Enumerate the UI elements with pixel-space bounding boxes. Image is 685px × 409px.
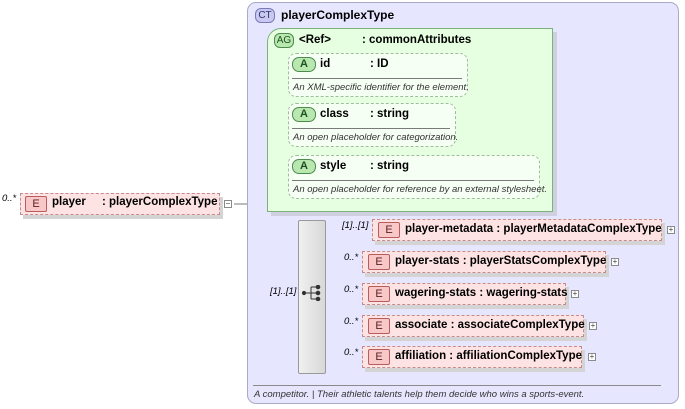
attribute-name: style <box>320 160 347 172</box>
expand-icon[interactable]: + <box>571 289 579 298</box>
expand-icon[interactable]: + <box>611 257 619 266</box>
child-element-label: associate : associateComplexType <box>395 319 585 331</box>
child-element-label: player-metadata : playerMetadataComplexT… <box>405 223 662 235</box>
child-element-associate[interactable] <box>362 315 584 337</box>
child-element-label: wagering-stats : wagering-stats <box>395 287 568 299</box>
attribute-style[interactable] <box>288 155 540 199</box>
collapse-icon[interactable]: − <box>224 199 232 208</box>
expand-icon[interactable]: + <box>667 225 675 234</box>
element-badge: E <box>378 222 400 238</box>
attribute-type: : string <box>370 108 409 120</box>
expand-icon[interactable]: + <box>588 352 596 361</box>
child-occurs: 0..* <box>344 347 359 358</box>
attribute-doc: An open placeholder for categorization. <box>293 132 459 143</box>
attribute-name: class <box>320 108 349 120</box>
attribute-doc: An XML-specific identifier for the eleme… <box>293 82 469 93</box>
element-badge: E <box>368 254 390 270</box>
attribute-type: : string <box>370 160 409 172</box>
sequence-occurs: [1]..[1] <box>270 286 297 297</box>
attribute-class[interactable] <box>288 103 456 147</box>
element-badge: E <box>368 349 390 365</box>
child-element-label: affiliation : affiliationComplexType <box>395 350 582 362</box>
element-badge: E <box>368 318 390 334</box>
attribute-name: id <box>320 58 331 70</box>
attribute-type: : ID <box>370 58 389 70</box>
attribute-doc: An open placeholder for reference by an … <box>293 184 548 195</box>
complex-type-doc: A competitor. | Their athletic talents h… <box>254 389 585 400</box>
root-occurs: 0..* <box>2 193 17 204</box>
root-element-name: player <box>52 196 86 208</box>
child-occurs: 0..* <box>344 284 359 295</box>
element-badge: E <box>25 196 47 212</box>
child-element-wagering-stats[interactable] <box>362 283 566 305</box>
child-element-label: player-stats : playerStatsComplexType <box>395 255 607 267</box>
child-element-player-stats[interactable] <box>362 251 606 273</box>
sequence-compositor[interactable] <box>298 220 326 374</box>
sequence-icon <box>302 285 321 301</box>
attribute-group-badge: AG <box>274 33 294 48</box>
child-element-player-metadata[interactable] <box>372 219 662 241</box>
root-element-player[interactable] <box>20 193 220 215</box>
attribute-group-ref: <Ref> <box>299 34 331 46</box>
attribute-badge: A <box>292 159 316 174</box>
attribute-id[interactable] <box>288 53 468 97</box>
attribute-badge: A <box>292 107 316 122</box>
complex-type-name: playerComplexType <box>281 8 395 22</box>
child-element-affiliation[interactable] <box>362 346 582 368</box>
element-badge: E <box>368 286 390 302</box>
attribute-group-type: : commonAttributes <box>362 34 472 46</box>
root-element-type: : playerComplexType <box>102 196 218 208</box>
complex-type-badge: CT <box>255 8 275 23</box>
footer-separator <box>253 385 661 386</box>
child-occurs: [1]..[1] <box>342 220 369 231</box>
attribute-badge: A <box>292 57 316 72</box>
expand-icon[interactable]: + <box>589 321 597 330</box>
child-occurs: 0..* <box>344 252 359 263</box>
child-occurs: 0..* <box>344 316 359 327</box>
